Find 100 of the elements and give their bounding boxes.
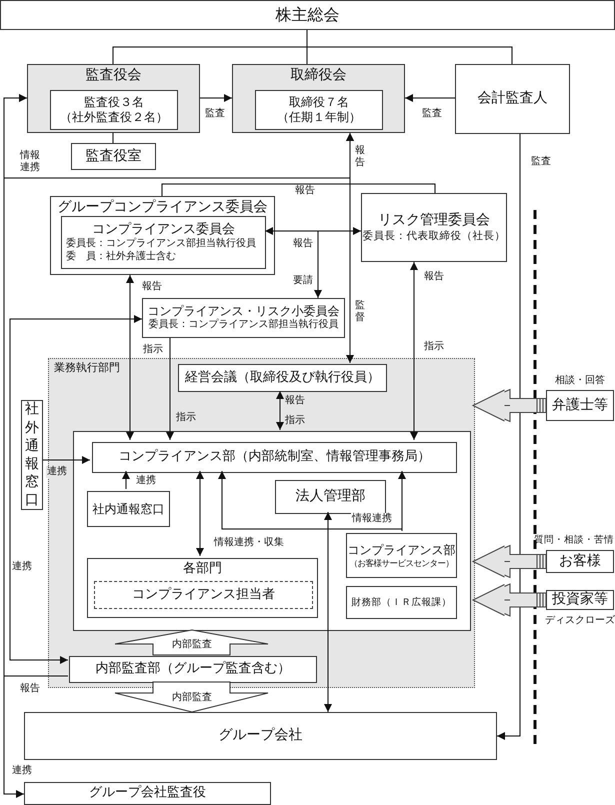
company-box	[24, 782, 271, 805]
title-text: 監査役会	[86, 67, 142, 84]
dashed-box	[94, 581, 313, 609]
detail-text: （お客様サービスセンター）	[350, 558, 454, 568]
committee-box	[361, 193, 507, 262]
title-text: 投資家等	[552, 591, 608, 609]
title-text: 社内通報窓口	[92, 502, 164, 516]
edge-label: 内部監査	[171, 692, 213, 704]
edge-label: 監査	[530, 156, 552, 168]
office-box	[71, 143, 156, 170]
arrow	[496, 134, 520, 740]
board-panel	[232, 64, 405, 133]
title-text: 会計監査人	[478, 90, 548, 108]
contact-box	[21, 400, 43, 510]
title-text: リスク管理委員会	[378, 212, 490, 230]
title-text: 経営会議（取締役及び執行役員）	[185, 370, 380, 386]
department-box	[346, 586, 457, 619]
edge-label: 情報連携	[351, 513, 393, 525]
contact-box	[87, 491, 170, 527]
title-text: 監査役室	[86, 148, 142, 166]
meeting-box	[0, 0, 615, 30]
title-text: 株主総会	[276, 5, 340, 25]
edge-label: 監督	[354, 300, 366, 324]
title-text: 取締役７名	[289, 95, 349, 110]
title-text: お客様	[559, 552, 601, 570]
arrow	[398, 470, 406, 532]
connector-line	[112, 132, 114, 144]
edge-label: 監査	[204, 108, 226, 120]
frame-box	[73, 431, 471, 631]
detail-text: （社外監査役２名）	[60, 110, 168, 125]
arrow	[410, 262, 418, 440]
title-text: コンプライアンス担当者	[132, 586, 275, 604]
note-text: 相談・回答	[554, 375, 606, 387]
arrow	[276, 390, 284, 430]
party-box	[546, 590, 614, 610]
title-text: コンプライアンス部（内部統制室、情報管理事務局）	[118, 449, 430, 466]
title-text: 法人管理部	[296, 488, 366, 506]
title-text: コンプライアンス・リスク小委員会	[148, 304, 340, 318]
edge-label: 監査	[421, 108, 443, 120]
edge-label: 内部監査	[171, 639, 213, 651]
title-text: グループ会社	[218, 727, 302, 745]
title-text: 各部門	[183, 561, 222, 578]
title-text: コンプライアンス部	[348, 542, 456, 558]
arrow	[346, 132, 436, 194]
edge-label: 報告	[292, 238, 314, 250]
edge-label: 情報連携	[19, 150, 41, 174]
edge-label: 情報連携・収集	[213, 537, 285, 549]
company-box	[24, 712, 497, 760]
title-text: グループコンプライアンス委員会	[58, 199, 268, 216]
detail-text: 委員長：コンプライアンス部担当執行役員	[66, 238, 256, 250]
party-box	[546, 550, 614, 573]
title-text: コンプライアンス委員会	[92, 222, 235, 238]
committee-box	[61, 216, 266, 269]
department-box	[87, 558, 318, 618]
auditor-box	[455, 64, 570, 134]
edge-label: 連携	[11, 561, 33, 573]
title-text: 弁護士等	[552, 396, 608, 414]
title-text: 取締役会	[290, 67, 346, 84]
arrow	[264, 227, 362, 235]
party-box	[546, 390, 614, 421]
title-text: グループ会社監査役	[89, 785, 206, 802]
title-text: 社外通報窓口	[25, 400, 39, 510]
detail-text: 委員長：コンプライアンス部担当執行役員	[148, 319, 338, 332]
hollow-arrow	[472, 583, 546, 617]
title-text: 財務部（ＩＲ広報課）	[352, 596, 452, 608]
annotation-text: 報告	[354, 145, 366, 169]
detail-text: 委員長：代表取締役（社長）	[362, 230, 506, 243]
edge-label: 報告	[294, 185, 316, 197]
department-box	[69, 656, 317, 683]
division-panel	[48, 358, 475, 688]
arrow	[196, 470, 204, 556]
edge-label: 指示	[175, 412, 197, 424]
board-panel	[27, 64, 200, 133]
arrow	[200, 94, 232, 102]
edge-label: 連携	[11, 765, 33, 777]
edge-label: 報告	[423, 271, 445, 283]
department-box	[92, 442, 457, 473]
detail-text: （任期１年制）	[277, 110, 361, 125]
edge-label: 報告	[284, 395, 306, 407]
arrow	[122, 470, 130, 490]
note-text: ディスクローズ	[544, 615, 615, 627]
annotation-text: 指示	[284, 415, 306, 427]
edge-label: 連携	[135, 475, 157, 487]
title-text: 監査役３名	[84, 95, 144, 110]
title-text: 業務執行部門	[54, 361, 120, 375]
detail-text: 委 員：社外弁護士含む	[66, 250, 176, 264]
edge-label: 報告	[19, 683, 41, 695]
hollow-arrow	[472, 544, 546, 578]
arrow	[4, 94, 68, 676]
meeting-box	[178, 364, 387, 392]
arrow	[324, 512, 332, 712]
edge-label: 要請	[292, 275, 314, 287]
member-box	[255, 90, 383, 130]
department-box	[275, 480, 386, 514]
arrow	[404, 94, 456, 102]
member-box	[50, 90, 178, 130]
title-text: 内部監査部（グループ監査含む）	[96, 661, 290, 678]
arrow	[42, 456, 90, 464]
edge-label: 報告	[141, 281, 163, 293]
connector-line	[306, 30, 512, 64]
